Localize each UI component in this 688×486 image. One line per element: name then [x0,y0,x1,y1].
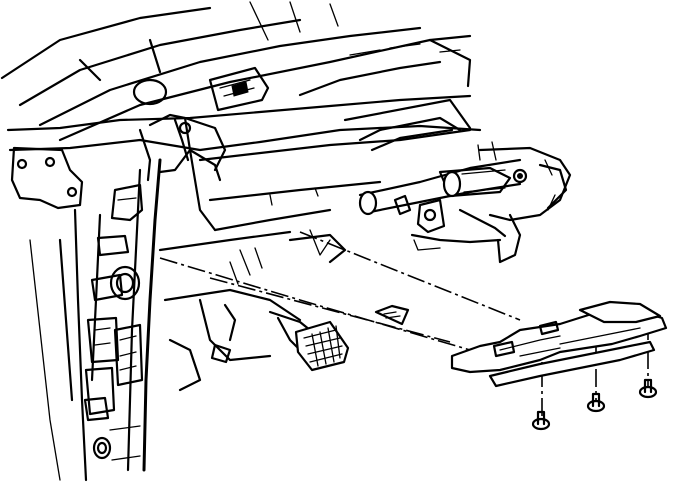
door-pillar [29,158,162,482]
upper-dash-structure [0,1,472,142]
cross-car-beam [6,94,482,232]
floor-structure [158,229,347,392]
hinge-brackets [83,183,144,461]
pedal-assembly [268,304,410,372]
pedal-pad-tread [303,325,343,367]
fastener-icon [531,378,658,431]
left-bracket [10,113,227,210]
knee-bolster-panel [450,300,668,388]
steering-column [358,141,572,264]
